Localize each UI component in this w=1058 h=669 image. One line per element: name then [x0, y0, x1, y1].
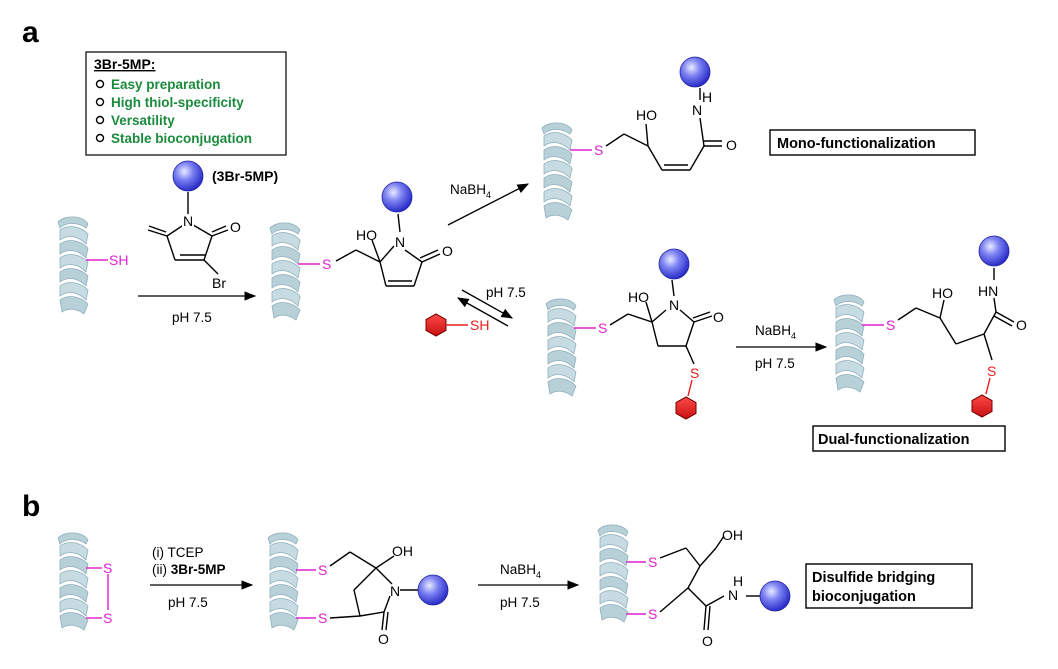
atom-n: N — [395, 234, 405, 250]
mono-functionalization-label: Mono-functionalization — [777, 136, 936, 152]
atom-o: O — [702, 633, 713, 649]
thioether-s: S — [322, 256, 331, 272]
atom-h: H — [733, 573, 743, 589]
dual-product-structure — [862, 268, 1015, 395]
adduct-structure — [298, 213, 441, 287]
mono-product-structure — [570, 88, 722, 171]
functional-group-sphere-icon — [417, 574, 449, 606]
functional-group-sphere-icon — [759, 580, 791, 612]
atom-n: N — [390, 583, 400, 599]
bridged-intermediate-structure — [296, 551, 418, 631]
thioether-s-red: S — [987, 363, 996, 379]
panel-b-label: b — [22, 490, 40, 523]
thiol-sh: SH — [109, 252, 128, 268]
functional-group-sphere-icon — [679, 56, 711, 88]
equilibrium-arrow-forward — [461, 289, 514, 319]
features-box — [85, 51, 287, 156]
atom-o: O — [378, 631, 389, 647]
bridged-product-structure — [626, 535, 760, 631]
atom-n: N — [669, 297, 679, 313]
feature-item: Easy preparation — [111, 77, 221, 92]
disulfide-s-top: S — [103, 560, 112, 576]
reaction-arrow — [447, 183, 530, 226]
dual-functionalization-label: Dual-functionalization — [818, 432, 969, 448]
reagent-3br-5mp — [147, 192, 229, 275]
atom-o: O — [713, 309, 724, 325]
thioether-s: S — [594, 142, 603, 158]
peptide-helix-icon — [267, 532, 299, 631]
atom-n: N — [728, 587, 738, 603]
peptide-helix-icon — [545, 298, 577, 397]
feature-item: Versatility — [111, 113, 175, 128]
arrow1-condition: pH 7.5 — [172, 310, 212, 325]
equilibrium-condition: pH 7.5 — [486, 285, 526, 300]
step1-line2: (ii) 3Br-5MP — [152, 562, 226, 577]
thiol-sh-red: SH — [470, 317, 489, 333]
disulfide-structure — [86, 567, 109, 619]
nabh4-label: NaBH4 — [450, 182, 491, 200]
peptide-helix-icon — [597, 524, 629, 623]
thiol-ring-hexagon-icon — [425, 313, 447, 337]
reagent-label: (3Br-5MP) — [212, 168, 278, 184]
step1-condition: pH 7.5 — [168, 595, 208, 610]
functional-group-sphere-icon — [381, 181, 413, 213]
arrow3-label: NaBH4 — [755, 323, 796, 341]
step2-condition: pH 7.5 — [500, 595, 540, 610]
thiol-ring-hexagon-icon — [971, 394, 993, 418]
disulfide-s-bottom: S — [103, 610, 112, 626]
disulfide-label-line1: Disulfide bridging — [812, 570, 935, 586]
step2-label: NaBH4 — [500, 562, 541, 580]
atom-oh: OH — [392, 543, 413, 559]
atom-n: N — [692, 102, 702, 118]
feature-item: High thiol-specificity — [111, 95, 244, 110]
atom-h: H — [702, 89, 712, 105]
panel-a-label: a — [22, 16, 39, 49]
functional-group-sphere-icon — [172, 160, 204, 192]
atom-oh: OH — [722, 527, 743, 543]
atom-ho: HO — [636, 107, 657, 123]
features-box-title: 3Br-5MP: — [94, 56, 155, 72]
dual-intermediate-structure — [574, 279, 713, 397]
functional-group-sphere-icon — [978, 235, 1010, 267]
features-list: Easy preparation High thiol-specificity … — [95, 77, 252, 146]
peptide-helix-icon — [833, 294, 865, 393]
atom-o: O — [230, 219, 241, 235]
atom-hn: HN — [978, 283, 998, 299]
disulfide-label-line2: bioconjugation — [812, 589, 916, 605]
thioether-s-top: S — [318, 562, 327, 578]
peptide-helix-icon — [269, 222, 301, 321]
feature-item: Stable bioconjugation — [111, 131, 252, 146]
atom-ho: HO — [628, 289, 649, 305]
atom-o: O — [1016, 317, 1027, 333]
thioether-s-bottom: S — [318, 610, 327, 626]
feature-bullet-icon — [95, 79, 105, 89]
step1-line1: (i) TCEP — [152, 545, 204, 560]
thioether-s: S — [886, 317, 895, 333]
atom-o: O — [442, 243, 453, 259]
atom-n: N — [183, 213, 193, 229]
disulfide-label-box — [805, 563, 973, 609]
feature-bullet-icon — [95, 115, 105, 125]
feature-bullet-icon — [95, 97, 105, 107]
thioether-s-bottom: S — [648, 606, 657, 622]
atom-ho: HO — [932, 285, 953, 301]
dual-label-box — [812, 425, 1006, 452]
equilibrium-arrow-back — [456, 297, 509, 327]
peptide-helix-icon — [57, 216, 89, 315]
mono-label-box — [769, 129, 976, 156]
atom-ho: HO — [356, 227, 377, 243]
peptide-helix-icon — [57, 532, 89, 631]
functional-group-sphere-icon — [658, 248, 690, 280]
atom-o: O — [726, 137, 737, 153]
thioether-s-top: S — [648, 554, 657, 570]
feature-bullet-icon — [95, 133, 105, 143]
thioether-s-red: S — [690, 365, 699, 381]
arrow3-condition: pH 7.5 — [755, 356, 795, 371]
atom-br: Br — [212, 275, 226, 291]
thiol-ring-hexagon-icon — [675, 396, 697, 420]
peptide-helix-icon — [541, 122, 573, 221]
thioether-s: S — [598, 320, 607, 336]
